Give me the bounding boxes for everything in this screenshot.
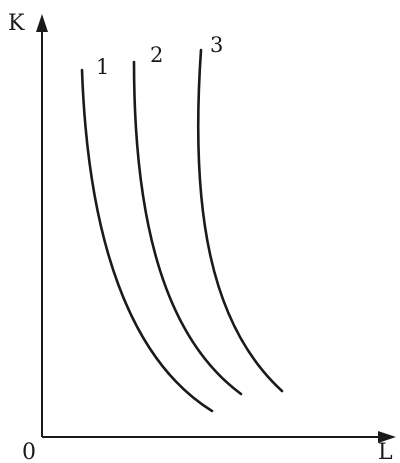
y-axis-arrow-icon — [36, 14, 48, 32]
isoquant-curve-1 — [80, 68, 214, 413]
isoquant-curve-2 — [132, 60, 243, 396]
origin-label: 0 — [22, 440, 36, 463]
curve-label-1: 1 — [96, 55, 109, 79]
x-axis-label: L — [378, 440, 393, 463]
curve-label-2: 2 — [150, 43, 163, 67]
y-axis-label: K — [8, 11, 25, 36]
x-axis-arrow-icon — [378, 431, 396, 443]
isoquant-curve-3 — [196, 48, 284, 393]
curve-label-3: 3 — [210, 33, 223, 57]
